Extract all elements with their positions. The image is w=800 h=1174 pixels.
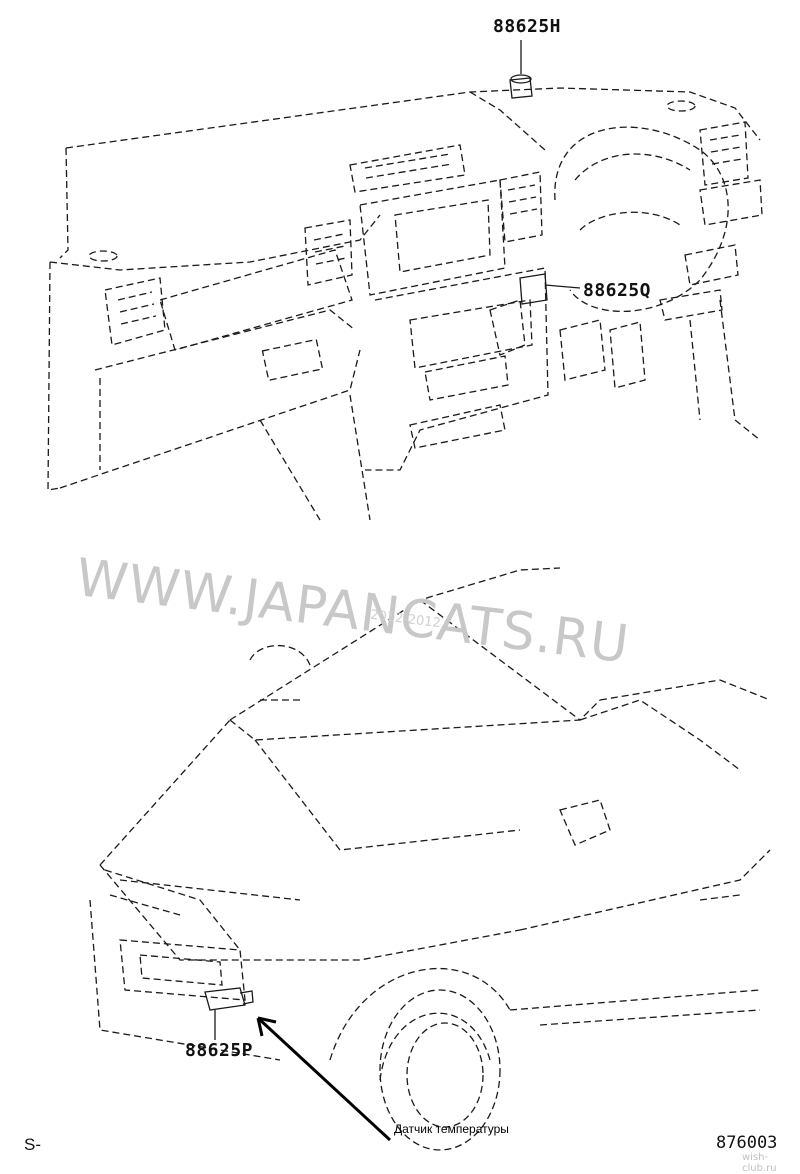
sensor-h-part [509,40,533,99]
sensor-p-part [204,987,254,1040]
sensor-q-part [519,273,581,305]
corner-code: S- [24,1135,41,1154]
dashboard-drawing [47,87,763,521]
annotation-label: Датчик температуры [394,1122,509,1136]
site-watermark: wish-club.ru [742,1152,777,1174]
part-label-88625p: 88625P [185,1040,254,1061]
part-label-88625h: 88625H [493,16,562,37]
car-drawing [89,567,771,1151]
figure-number: 876003 [716,1133,778,1153]
part-label-88625q: 88625Q [583,280,652,301]
annotation-arrow [256,1016,392,1142]
